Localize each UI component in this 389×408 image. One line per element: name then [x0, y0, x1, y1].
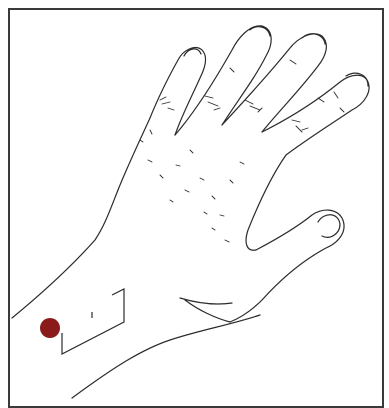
acupoint-dot-icon — [40, 318, 60, 338]
image-frame — [9, 9, 383, 407]
